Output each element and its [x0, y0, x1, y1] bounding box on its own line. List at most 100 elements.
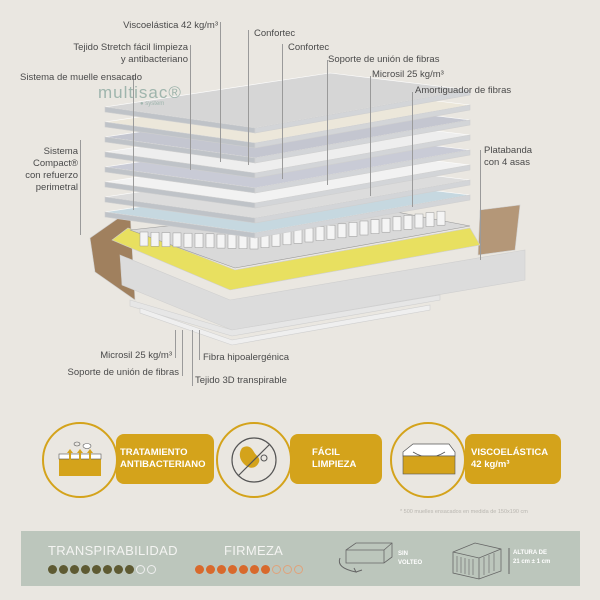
- rating-dot-empty: [136, 565, 145, 574]
- label-confortec-1: Confortec: [254, 28, 296, 39]
- label-compact-1: Sistema: [43, 146, 78, 157]
- label-platabanda-2: con 4 asas: [484, 157, 530, 168]
- feature-line: ANTIBACTERIANO: [120, 459, 206, 470]
- label-amortiguador: Amortiguador de fibras: [415, 85, 512, 96]
- multisac-logo: multisac®: [98, 83, 182, 102]
- pocket-spring: [337, 223, 347, 239]
- rating-dot-filled: [195, 565, 204, 574]
- pocket-spring: [161, 232, 171, 247]
- pocket-spring: [172, 232, 182, 248]
- rating-dot-filled: [125, 565, 134, 574]
- rating-dot-filled: [217, 565, 226, 574]
- label-microsil-top: Microsil 25 kg/m³: [372, 69, 444, 80]
- antibacterial-icon: [42, 422, 118, 498]
- pocket-spring: [304, 227, 314, 243]
- rating-dot-empty: [272, 565, 281, 574]
- rating-dot-filled: [206, 565, 215, 574]
- label-compact-4: perimetral: [35, 182, 78, 193]
- pocket-spring: [150, 232, 160, 247]
- pocket-spring: [205, 233, 215, 249]
- label-viscoelastica: Viscoelástica 42 kg/m³: [123, 20, 218, 31]
- rating-dot-filled: [81, 565, 90, 574]
- pocket-spring: [370, 219, 380, 234]
- rating-dot-filled: [103, 565, 112, 574]
- pocket-spring: [293, 229, 303, 244]
- top-cover-layer-edge: [254, 89, 471, 134]
- rating-dot-filled: [59, 565, 68, 574]
- feature-viscoelastic: VISCOELÁSTICA 42 kg/m³: [465, 434, 561, 484]
- label-confortec-2: Confortec: [288, 42, 330, 53]
- pocket-spring: [381, 217, 391, 233]
- ratings-panel: TRANSPIRABILIDAD FIRMEZA SIN VOLTEO ALTU…: [21, 531, 580, 586]
- pocket-spring: [414, 213, 424, 229]
- bottom-layer: [139, 304, 431, 346]
- feature-line: LIMPIEZA: [312, 459, 357, 470]
- flip-icon: [338, 542, 393, 573]
- feature-line: TRATAMIENTO: [120, 447, 188, 458]
- microsil-layer-edge: [254, 179, 471, 224]
- transpirabilidad-label: TRANSPIRABILIDAD: [48, 543, 178, 558]
- sin-volteo-2: VOLTEO: [398, 560, 423, 566]
- stretch-fabric-layer-edge: [254, 104, 471, 149]
- rating-dot-filled: [250, 565, 259, 574]
- label-platabanda-1: Platabanda: [484, 145, 533, 156]
- pocket-spring: [403, 215, 413, 230]
- rating-dot-filled: [70, 565, 79, 574]
- mattress-border: [119, 249, 526, 331]
- multisac-logo-sub: ● system: [140, 101, 165, 107]
- pocket-spring: [326, 224, 336, 240]
- rating-dot-filled: [261, 565, 270, 574]
- label-fibra-hipoalergenica: Fibra hipoalergénica: [203, 352, 290, 363]
- amortiguador-layer-edge: [254, 194, 471, 239]
- altura-2: 21 cm ± 1 cm: [513, 559, 551, 565]
- rating-dot-filled: [239, 565, 248, 574]
- pocket-spring: [425, 212, 435, 227]
- compact-frame: [111, 227, 481, 291]
- altura-1: ALTURA DE: [513, 550, 547, 556]
- label-microsil-bottom: Microsil 25 kg/m³: [100, 350, 172, 361]
- sin-volteo-1: SIN: [398, 551, 409, 557]
- pocket-spring: [183, 232, 193, 248]
- pocket-spring: [194, 233, 204, 248]
- rating-dot-empty: [147, 565, 156, 574]
- mattress-exploded-illustration: [89, 72, 526, 346]
- firmeza-label: FIRMEZA: [224, 543, 284, 558]
- rating-dot-empty: [294, 565, 303, 574]
- pocket-spring: [348, 222, 358, 237]
- label-compact-2: Compact®: [32, 158, 78, 169]
- pocket-spring: [392, 216, 402, 232]
- rating-dot-filled: [114, 565, 123, 574]
- label-muelle-ensacado: Sistema de muelle ensacado: [20, 72, 142, 83]
- pocket-spring: [216, 233, 226, 249]
- pocket-spring: [436, 210, 446, 226]
- label-soporte-top: Soporte de unión de fibras: [328, 54, 440, 65]
- rating-dot-empty: [283, 565, 292, 574]
- side-handle-right: [477, 204, 521, 256]
- pocket-spring: [139, 231, 149, 247]
- footnote: * 500 muelles ensacados en medida de 150…: [400, 509, 528, 515]
- rating-dot-filled: [92, 565, 101, 574]
- firmeza-rating: [195, 565, 303, 574]
- memory-foam-icon: [390, 422, 466, 498]
- label-compact-3: con refuerzo: [25, 170, 78, 181]
- confortec-layer-2-edge: [254, 149, 471, 194]
- feature-line: 42 kg/m³: [471, 459, 510, 470]
- viscoelastica-layer-edge: [254, 119, 471, 164]
- label-tejido-stretch-1: Tejido Stretch fácil limpieza: [73, 42, 188, 53]
- confortec-layer-1-edge: [254, 134, 471, 179]
- feature-line: VISCOELÁSTICA: [471, 447, 549, 458]
- rating-dot-filled: [228, 565, 237, 574]
- feature-line: FÁCIL: [312, 447, 340, 458]
- feature-easy-clean: FÁCIL LIMPIEZA: [290, 434, 382, 484]
- soporte-layer-edge: [254, 164, 471, 209]
- pocket-spring: [227, 234, 237, 249]
- rating-dot-filled: [48, 565, 57, 574]
- label-tejido-stretch-2: y antibacteriano: [120, 54, 188, 65]
- transpirabilidad-rating: [48, 565, 156, 574]
- feature-antibacterial: TRATAMIENTO ANTIBACTERIANO: [116, 434, 214, 484]
- no-stain-icon: [216, 422, 292, 498]
- label-tejido-3d: Tejido 3D transpirable: [195, 375, 287, 386]
- height-icon: [452, 542, 510, 580]
- pocket-spring: [315, 226, 325, 241]
- pocket-spring: [359, 220, 369, 236]
